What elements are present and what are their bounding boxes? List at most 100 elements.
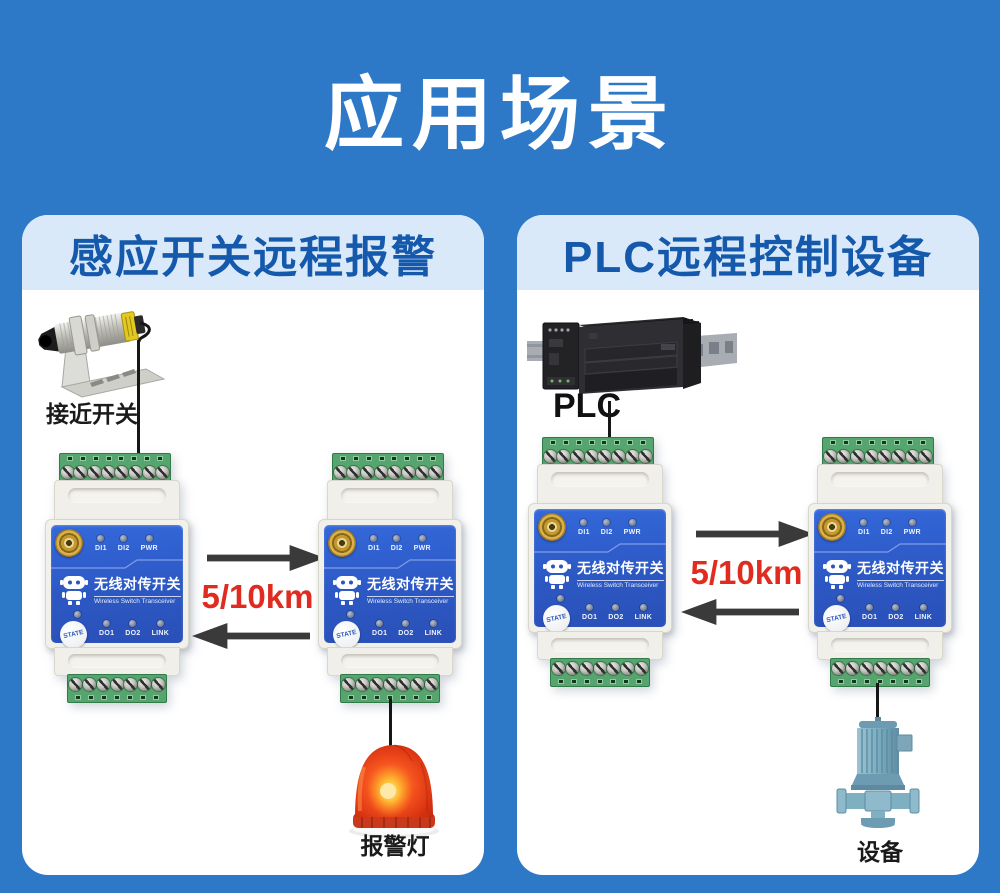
brand-block: 无线对传开关 Wireless Switch Transceiver xyxy=(60,574,181,606)
terminal-screws xyxy=(543,447,653,465)
state-led-dot xyxy=(557,595,564,602)
module-bottom-housing xyxy=(537,631,663,660)
terminal-screws xyxy=(551,659,649,677)
led-pwr: PWR xyxy=(141,535,158,552)
led-pwr: PWR xyxy=(624,519,641,536)
led-do2: DO2 xyxy=(608,604,623,621)
terminal-pins xyxy=(543,438,653,447)
led-di2: DI2 xyxy=(118,535,130,552)
led-dot xyxy=(145,535,153,542)
input-led-row: DI1 DI2 PWR xyxy=(578,519,641,536)
led-do1: DO1 xyxy=(582,604,597,621)
led-link: LINK xyxy=(635,604,653,621)
module-front-panel: DI1 DI2 PWR xyxy=(51,525,183,651)
brand-block: 无线对传开关 Wireless Switch Transceiver xyxy=(823,558,944,590)
wireless-transceiver-module: DI1 DI2 PWR xyxy=(528,437,672,687)
panel-accent-line xyxy=(324,559,456,569)
terminal-block-top xyxy=(59,453,171,482)
proximity-switch-label: 接近开关 xyxy=(46,401,138,427)
robot-logo-icon xyxy=(823,560,851,589)
page-title: 应用场景 xyxy=(324,70,676,159)
state-button: STATE xyxy=(820,602,853,635)
brand-block: 无线对传开关 Wireless Switch Transceiver xyxy=(333,574,454,606)
housing-recess xyxy=(68,654,166,668)
state-button: STATE xyxy=(330,618,363,651)
wireless-link-left: 5/10km xyxy=(190,545,325,649)
module-top-housing xyxy=(54,480,180,521)
module-body: DI1 DI2 PWR xyxy=(528,503,672,635)
antenna-connector-icon xyxy=(55,529,83,557)
brand-block: 无线对传开关 Wireless Switch Transceiver xyxy=(543,558,664,590)
card-header-left-text: 感应开关远程报警 xyxy=(69,232,437,282)
device-cable xyxy=(876,683,879,728)
controlled-device-label: 设备 xyxy=(857,839,903,865)
led-link: LINK xyxy=(915,604,933,621)
module-bottom-housing xyxy=(327,647,453,676)
sensor-cable xyxy=(137,340,140,455)
led-dot xyxy=(103,620,111,627)
terminal-block-bottom xyxy=(830,658,930,687)
transceiver-module-2: DI1 DI2 PWR xyxy=(318,453,462,703)
transceiver-module-3: DI1 DI2 PWR xyxy=(528,437,672,687)
led-dot xyxy=(370,535,378,542)
led-dot xyxy=(418,535,426,542)
led-dot xyxy=(892,604,900,611)
led-do1: DO1 xyxy=(99,620,114,637)
terminal-block-top xyxy=(822,437,934,466)
terminal-block-bottom xyxy=(550,658,650,687)
antenna-connector-icon xyxy=(538,513,566,541)
led-dot xyxy=(156,620,164,627)
led-dot xyxy=(376,620,384,627)
led-dot xyxy=(612,604,620,611)
brand-name-en: Wireless Switch Transceiver xyxy=(94,598,176,605)
module-body: DI1 DI2 PWR xyxy=(45,519,189,651)
scenario-card-plc-control: PLC远程控制设备 PLC xyxy=(517,215,979,875)
state-led-dot xyxy=(74,611,81,618)
led-dot xyxy=(866,604,874,611)
antenna-connector-icon xyxy=(818,513,846,541)
terminal-pins xyxy=(823,438,933,447)
card-header-left: 感应开关远程报警 xyxy=(22,215,484,290)
brand-name-cn: 无线对传开关 xyxy=(94,576,181,592)
led-di1: DI1 xyxy=(368,535,380,552)
terminal-screws xyxy=(831,659,929,677)
arrow-left-icon xyxy=(192,623,310,649)
led-dot xyxy=(402,620,410,627)
brand-name-en: Wireless Switch Transceiver xyxy=(367,598,449,605)
led-di1: DI1 xyxy=(578,519,590,536)
module-top-housing xyxy=(537,464,663,505)
led-pwr: PWR xyxy=(904,519,921,536)
distance-label: 5/10km xyxy=(201,578,314,615)
led-do2: DO2 xyxy=(125,620,140,637)
robot-logo-icon xyxy=(543,560,571,589)
brand-name-en: Wireless Switch Transceiver xyxy=(577,582,659,589)
terminal-pins xyxy=(333,454,443,463)
wireless-transceiver-module: DI1 DI2 PWR xyxy=(808,437,952,687)
led-di1: DI1 xyxy=(95,535,107,552)
led-di1: DI1 xyxy=(858,519,870,536)
module-body: DI1 DI2 PWR xyxy=(808,503,952,635)
housing-recess xyxy=(831,638,929,652)
terminal-block-bottom xyxy=(67,674,167,703)
state-led-dot xyxy=(837,595,844,602)
plc-cable xyxy=(608,401,611,441)
led-dot xyxy=(429,620,437,627)
alarm-light-label: 报警灯 xyxy=(360,833,430,859)
housing-recess xyxy=(68,488,166,503)
output-led-row: DO1 DO2 LINK xyxy=(862,604,932,621)
card-header-right: PLC远程控制设备 xyxy=(517,215,979,290)
brand-text: 无线对传开关 Wireless Switch Transceiver xyxy=(367,574,454,605)
output-led-row: DO1 DO2 LINK xyxy=(372,620,442,637)
panel-accent-line xyxy=(534,543,666,553)
robot-logo-icon xyxy=(333,576,361,605)
state-button: STATE xyxy=(57,618,90,651)
module-front-panel: DI1 DI2 PWR xyxy=(534,509,666,635)
wireless-transceiver-module: DI1 DI2 PWR xyxy=(45,453,189,703)
led-link: LINK xyxy=(425,620,443,637)
brand-text: 无线对传开关 Wireless Switch Transceiver xyxy=(94,574,181,605)
housing-recess xyxy=(551,638,649,652)
led-dot xyxy=(639,604,647,611)
antenna-connector-icon xyxy=(328,529,356,557)
brand-name-cn: 无线对传开关 xyxy=(577,560,664,576)
